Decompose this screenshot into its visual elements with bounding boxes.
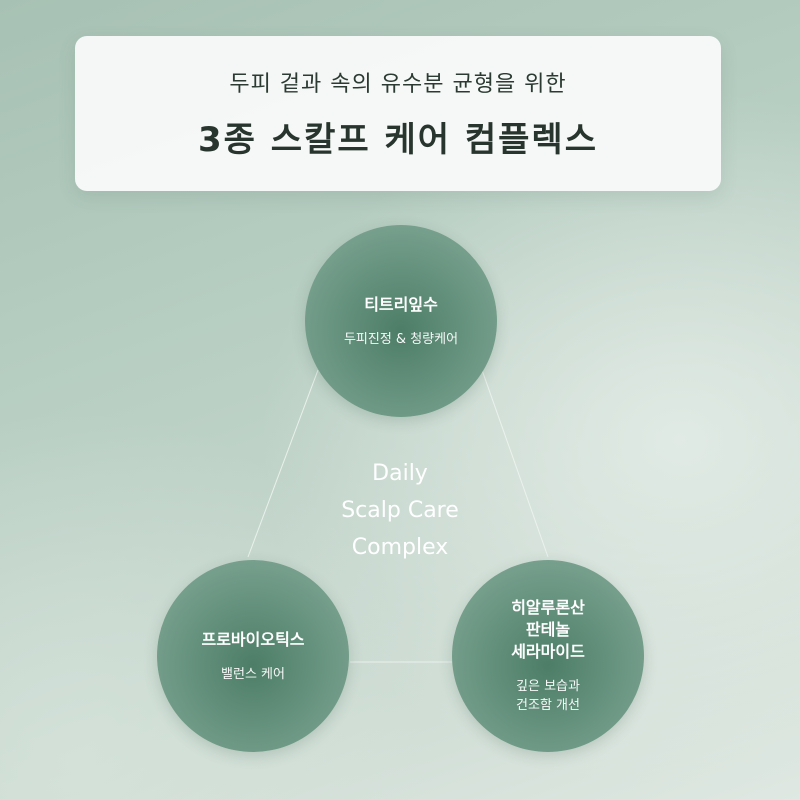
ingredient-description-line: 건조함 개선 <box>516 698 580 713</box>
ingredient-description: 밸런스 케어 <box>221 665 285 684</box>
connector-top-left <box>247 369 319 558</box>
ingredient-name-line: 히알루론산 <box>511 598 585 617</box>
ingredient-name-line: 티트리잎수 <box>364 294 438 314</box>
ingredient-name: 히알루론산 판테놀 세라마이드 <box>511 597 585 663</box>
center-label-line: Daily <box>372 461 428 486</box>
center-label-line: Complex <box>351 535 449 560</box>
ingredient-circle-tea-tree: 티트리잎수 두피진정 & 청량케어 <box>305 225 497 417</box>
ingredient-name-line: 프로바이오틱스 <box>201 629 305 649</box>
ingredient-description: 깊은 보습과 건조함 개선 <box>516 677 580 715</box>
ingredient-circle-hyaluronic: 히알루론산 판테놀 세라마이드 깊은 보습과 건조함 개선 <box>452 560 644 752</box>
ingredient-description: 두피진정 & 청량케어 <box>344 330 458 349</box>
ingredient-description-line: 두피진정 & 청량케어 <box>343 331 459 347</box>
headline-subtitle: 두피 겉과 속의 유수분 균형을 위한 <box>229 72 567 97</box>
ingredient-name-line: 판테놀 <box>525 620 571 639</box>
ingredient-description-line: 깊은 보습과 <box>516 679 580 694</box>
headline-title: 3종 스칼프 케어 컴플렉스 <box>198 120 598 160</box>
ingredient-circle-probiotics: 프로바이오틱스 밸런스 케어 <box>157 560 349 752</box>
ingredient-name-line: 세라마이드 <box>511 642 585 661</box>
ingredient-name: 프로바이오틱스 <box>201 629 304 651</box>
ingredient-description-line: 밸런스 케어 <box>221 666 285 682</box>
connector-top-right <box>481 369 549 558</box>
ingredient-name: 티트리잎수 <box>364 294 438 316</box>
center-label: Daily Scalp Care Complex <box>300 455 500 566</box>
headline-card: 두피 겉과 속의 유수분 균형을 위한 3종 스칼프 케어 컴플렉스 <box>75 36 721 191</box>
center-label-line: Scalp Care <box>341 498 459 523</box>
